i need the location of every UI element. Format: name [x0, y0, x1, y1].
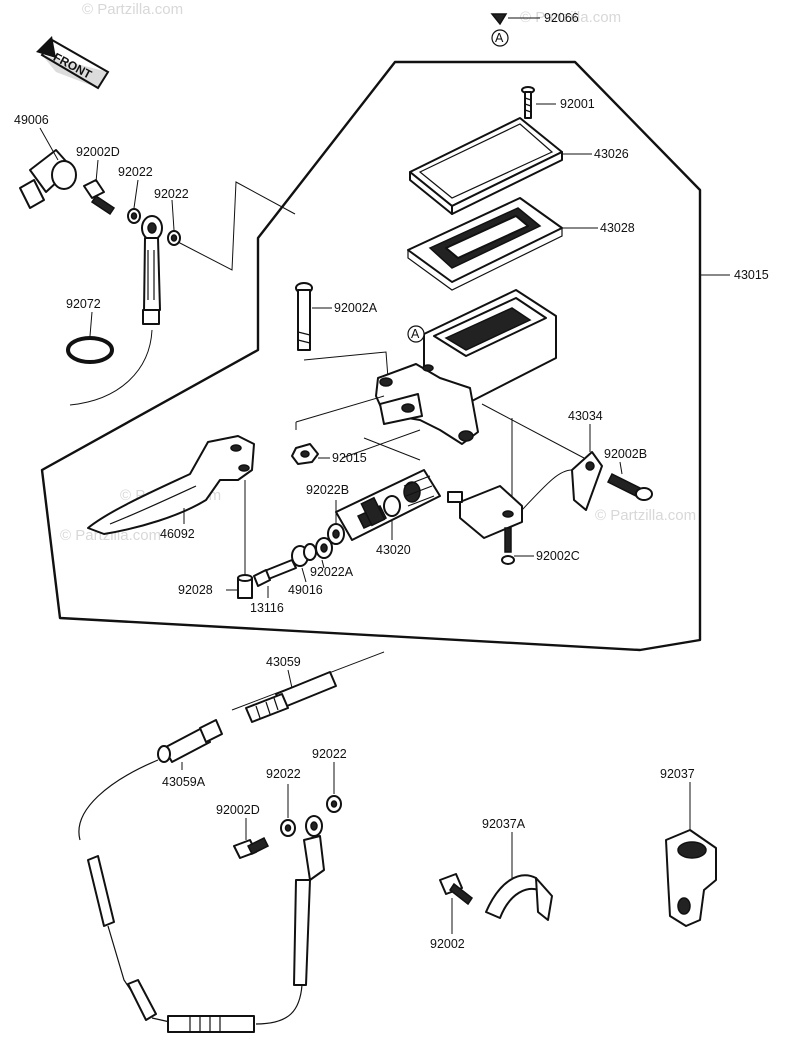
part-92072-clamp: [66, 311, 114, 364]
watermark: © Partzilla.com: [82, 1, 183, 18]
part-label: 92002A: [334, 301, 378, 315]
part-label: 49016: [288, 583, 323, 597]
hose-continuation: [69, 329, 153, 406]
part-label: 92022: [154, 187, 189, 201]
part-label: 43026: [594, 147, 629, 161]
part-92066-cap: A: [490, 13, 540, 47]
part-label: 92066: [544, 11, 579, 25]
part-label: 43059A: [162, 775, 206, 789]
part-43028-diaphragm: [407, 197, 598, 291]
master-cylinder-assembly-outline: [40, 60, 702, 652]
hose-line-lower: [87, 815, 325, 1033]
part-92022-washer: [127, 179, 141, 224]
part-label: 49006: [14, 113, 49, 127]
part-label: 13116: [250, 601, 284, 615]
part-label: 43059: [266, 655, 301, 669]
part-label: 92022: [266, 767, 301, 781]
part-label: 43015: [734, 268, 769, 282]
part-label: 92002D: [76, 145, 120, 159]
part-label: 43034: [568, 409, 603, 423]
part-46092-clutch-lever: [87, 435, 255, 535]
part-92022A-washer: [315, 537, 333, 569]
part-label: 92028: [178, 583, 213, 597]
part-92002B-screw: [606, 461, 653, 501]
part-label: 92022: [118, 165, 153, 179]
leader-line: [295, 395, 385, 430]
clutch-switch: [447, 469, 573, 539]
part-92037A-bracket: [485, 832, 553, 921]
part-92002D-banjo-bolt: [233, 818, 270, 859]
part-43034-pivot-cover: [571, 424, 603, 511]
part-92037-clamp: [665, 782, 717, 927]
part-label: 92002B: [604, 447, 647, 461]
part-92022-washer: [326, 762, 342, 813]
part-label: 92002D: [216, 803, 260, 817]
leader-line: [481, 403, 585, 459]
part-label: 92022A: [310, 565, 354, 579]
leader-line: [341, 429, 421, 461]
part-49016-boot: [291, 543, 317, 583]
callout-letter: A: [495, 31, 504, 45]
part-label: 46092: [160, 527, 195, 541]
part-label: 92002: [430, 937, 465, 951]
part-label: 92037A: [482, 817, 526, 831]
part-43059A-hose-fitting: [157, 719, 223, 770]
hose-banjo-fitting: [141, 215, 163, 325]
front-direction-badge: FRONT: [36, 36, 110, 90]
part-92002C-screw: [501, 527, 534, 565]
leader-line: [177, 181, 296, 271]
part-92022B-washer: [327, 500, 345, 545]
part-label: 43020: [376, 543, 411, 557]
part-92022-washer: [167, 199, 181, 246]
part-label: 92001: [560, 97, 595, 111]
part-label: 92037: [660, 767, 695, 781]
part-label: 92022B: [306, 483, 349, 497]
leader-line: [303, 351, 389, 379]
part-13116-push-rod: [253, 559, 297, 598]
part-label: 92072: [66, 297, 101, 311]
part-92028-collar: [226, 480, 253, 599]
watermark: © Partzilla.com: [595, 507, 696, 524]
part-labels: 92066 49006 92002D 92022 92022 92001 430…: [14, 11, 769, 951]
part-49006-boot: [19, 127, 77, 209]
part-label: 43028: [600, 221, 635, 235]
part-92001-screw: [521, 86, 556, 119]
watermark: © Partzilla.com: [60, 527, 161, 544]
hose-line: [78, 759, 159, 841]
part-label: 92015: [332, 451, 367, 465]
part-92002A-bolt: [295, 282, 332, 351]
part-92015-nut: [291, 443, 330, 465]
part-43020-piston-kit: [335, 469, 441, 541]
watermark: © Partzilla.com: [520, 9, 621, 26]
master-cylinder-body: A: [375, 289, 557, 445]
part-92022-washer: [280, 784, 296, 837]
part-92002D-banjo-bolt: [83, 159, 116, 216]
callout-letter: A: [411, 327, 420, 341]
part-92002-bolt: [439, 873, 474, 934]
part-43059-hose: [245, 669, 337, 723]
part-label: 92022: [312, 747, 347, 761]
part-label: 92002C: [536, 549, 580, 563]
part-43026-reservoir-cover: [409, 117, 592, 215]
